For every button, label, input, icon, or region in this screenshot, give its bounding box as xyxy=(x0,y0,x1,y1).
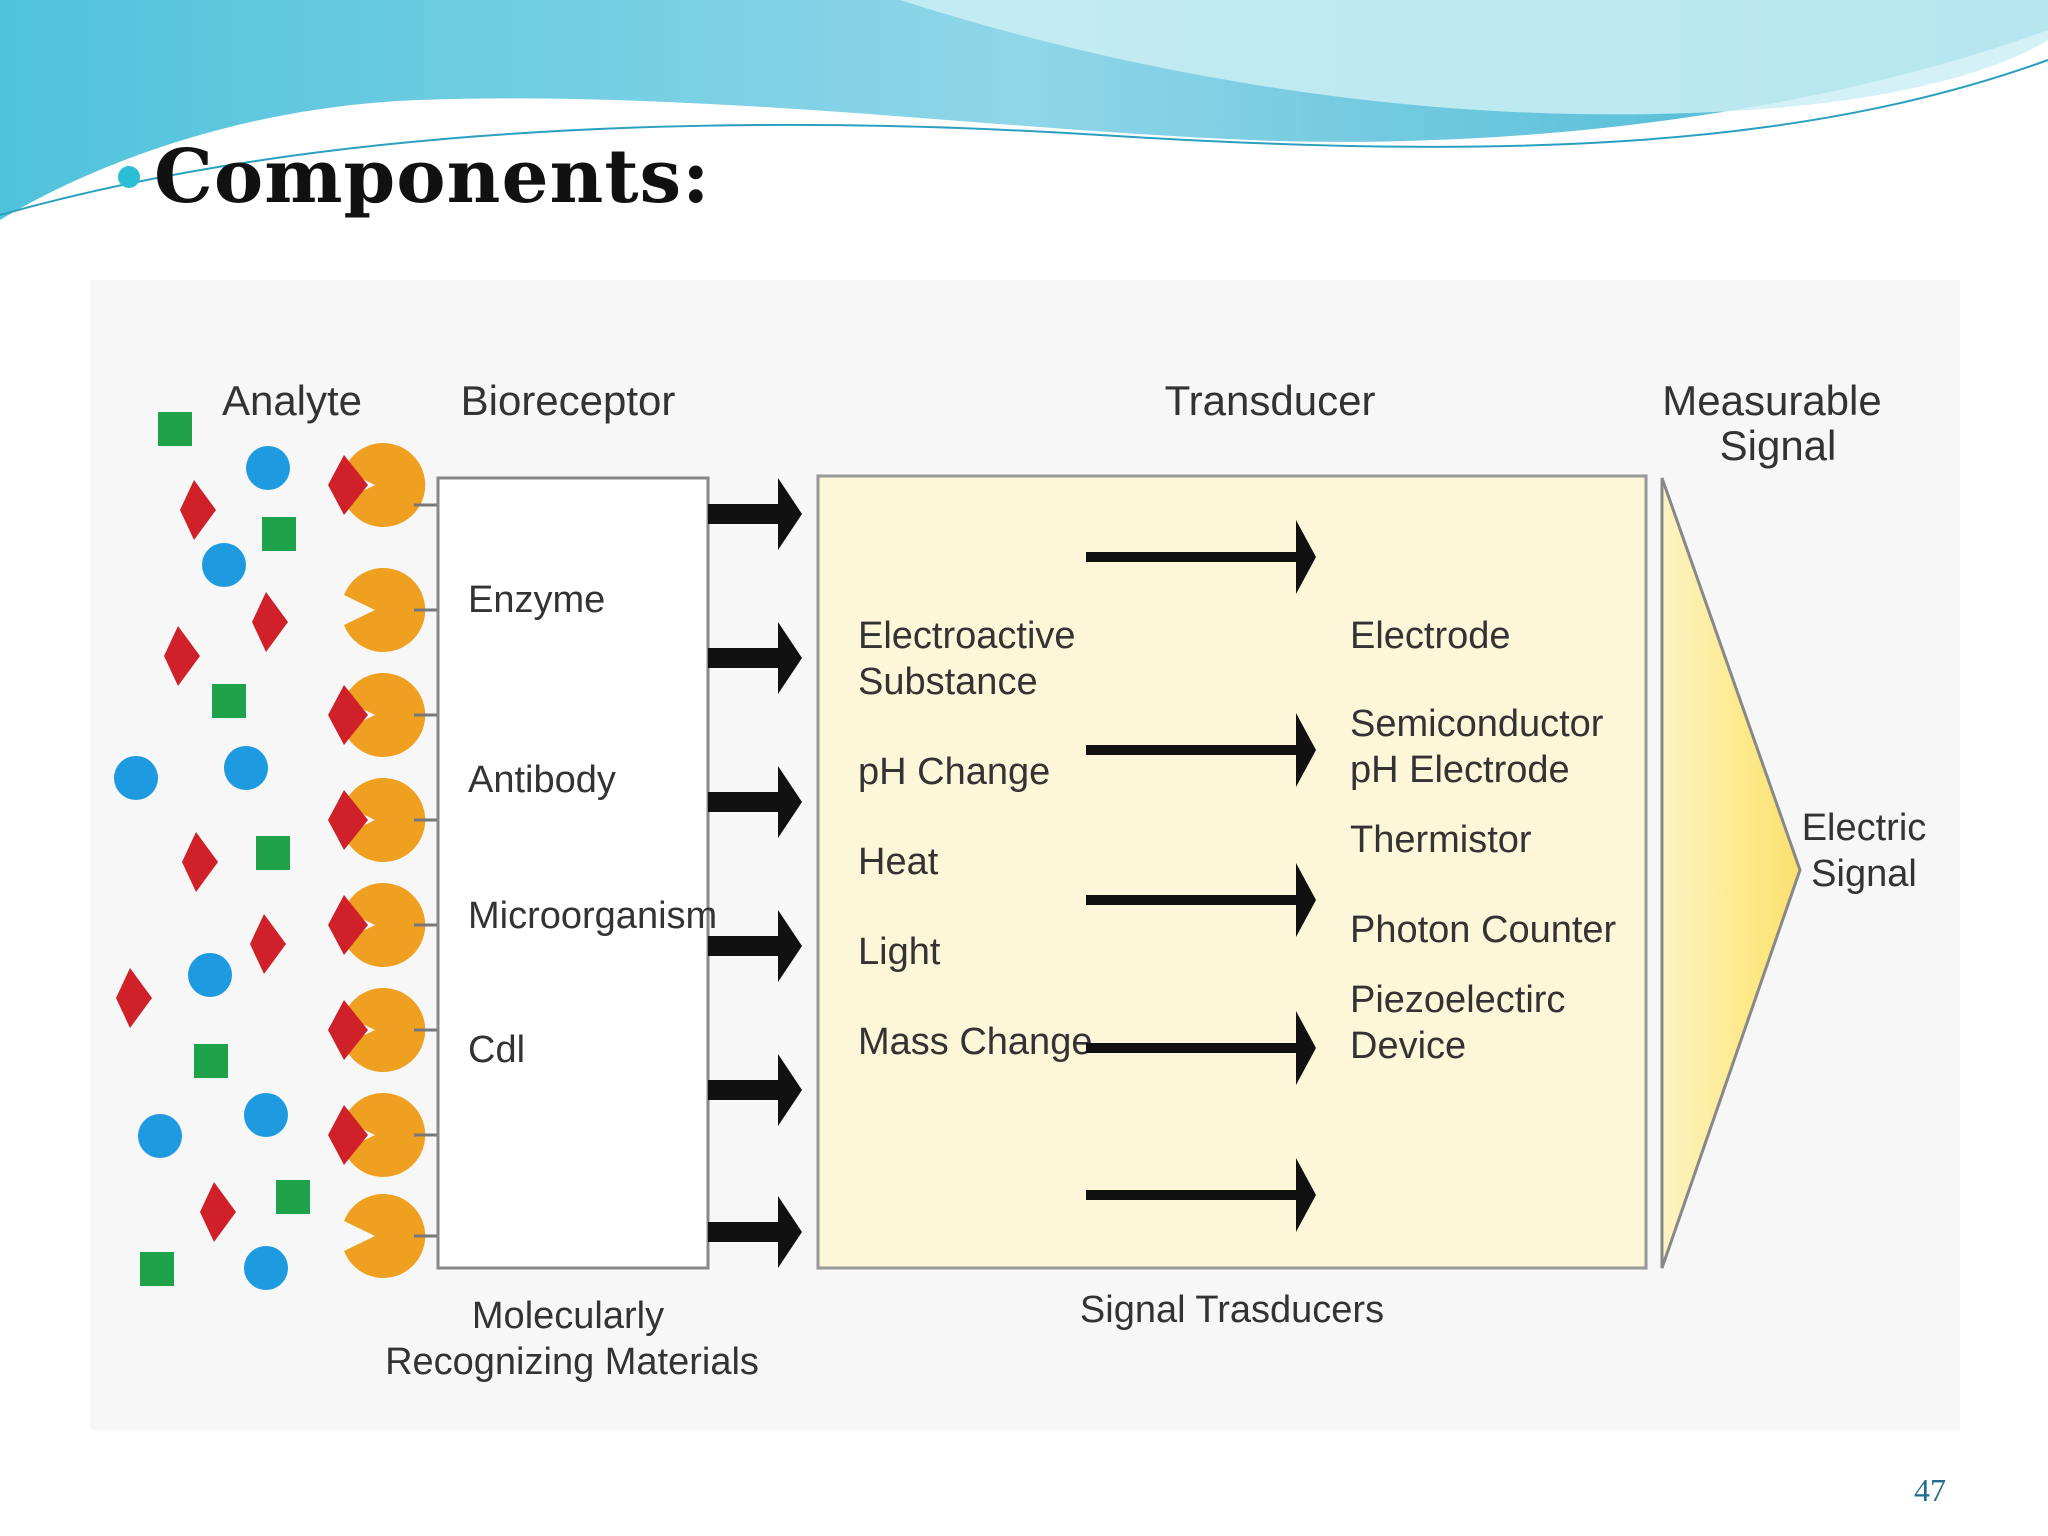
transducer-output-electrode: Electrode xyxy=(1350,615,1511,657)
output-signal-line2: Signal xyxy=(1811,853,1917,895)
header-transducer: Transducer xyxy=(1165,377,1376,424)
transducer-output-semiconductor-line1: Semiconductor xyxy=(1350,703,1604,745)
analyte-diamond-icon xyxy=(252,592,288,652)
bioreceptor-item-cdl: Cdl xyxy=(468,1029,525,1071)
analyte-circle-icon xyxy=(114,756,158,800)
thick-arrow-icon xyxy=(708,1196,802,1268)
bioreceptor-item-enzyme: Enzyme xyxy=(468,579,605,621)
measurable-signal-chevron xyxy=(1660,477,1802,1269)
bioreceptor-sites xyxy=(328,443,438,1279)
transducer-output-photon-counter: Photon Counter xyxy=(1350,909,1617,951)
slide-title: Components: xyxy=(154,134,711,220)
receptor-icon xyxy=(344,443,426,527)
analyte-diamond-icon xyxy=(164,626,200,686)
transducer-input-light: Light xyxy=(858,931,941,973)
thick-arrow-icon xyxy=(708,1054,802,1126)
analyte-square-icon xyxy=(262,517,296,551)
analyte-circle-icon xyxy=(246,446,290,490)
thin-arrow-icon xyxy=(1086,863,1316,937)
header-measurable-signal-line1: Measurable xyxy=(1662,377,1881,424)
bound-analyte-diamond-icon xyxy=(328,1105,368,1165)
thick-arrow-icon xyxy=(708,478,802,550)
analyte-circle-icon xyxy=(224,746,268,790)
header-analyte: Analyte xyxy=(222,377,362,424)
receptor-site xyxy=(328,883,438,968)
transducer-output-thermistor: Thermistor xyxy=(1350,819,1532,861)
thick-arrow-icon xyxy=(708,622,802,694)
transducer-input-electroactive-line1: Electroactive xyxy=(858,615,1076,657)
analyte-diamond-icon xyxy=(180,480,216,540)
transducer-output-piezoelectric-line2: Device xyxy=(1350,1025,1466,1067)
analyte-square-icon xyxy=(256,836,290,870)
bound-analyte-diamond-icon xyxy=(328,455,368,515)
receptor-site xyxy=(328,443,438,527)
receptor-site xyxy=(344,1194,438,1279)
thick-arrow-icon xyxy=(708,766,802,838)
thick-arrow-icon xyxy=(708,910,802,982)
transducer-input-ph-change: pH Change xyxy=(858,751,1050,793)
receptor-site xyxy=(328,1093,438,1177)
analyte-square-icon xyxy=(276,1180,310,1214)
analyte-circle-icon xyxy=(188,953,232,997)
transducer-caption: Signal Trasducers xyxy=(1080,1289,1384,1331)
receptor-icon xyxy=(344,1194,426,1279)
analyte-diamond-icon xyxy=(182,832,218,892)
analyte-circle-icon xyxy=(138,1114,182,1158)
transducer-input-heat: Heat xyxy=(858,841,939,883)
receptor-icon xyxy=(344,1093,426,1177)
wave-line-2 xyxy=(79,89,2048,201)
analyte-diamond-icon xyxy=(116,968,152,1028)
wave-band-light xyxy=(900,0,2048,115)
bioreceptor-item-antibody: Antibody xyxy=(468,759,616,801)
bullet-dot-icon xyxy=(118,166,140,188)
bound-analyte-diamond-icon xyxy=(328,685,368,745)
transducer-input-electroactive-line2: Substance xyxy=(858,661,1038,703)
receptor-icon xyxy=(344,988,426,1073)
analyte-diamond-icon xyxy=(250,914,286,974)
transducer-output-piezoelectric-line1: Piezoelectirc xyxy=(1350,979,1565,1021)
analyte-diamond-icon xyxy=(200,1182,236,1242)
slide-title-row: Components: xyxy=(118,132,711,222)
receptor-site xyxy=(344,568,438,652)
output-signal-line1: Electric xyxy=(1802,807,1927,849)
thin-arrow-icon xyxy=(1086,520,1316,594)
transducer-box xyxy=(816,474,1648,1270)
receptor-site xyxy=(328,778,438,863)
analyte-square-icon xyxy=(212,684,246,718)
header-wave-decoration xyxy=(0,0,2048,220)
thin-arrow-icon xyxy=(1086,713,1316,787)
receptor-site xyxy=(328,672,438,757)
header-bioreceptor: Bioreceptor xyxy=(461,377,676,424)
page-number: 47 xyxy=(1914,1472,1946,1508)
analyte-circle-icon xyxy=(202,543,246,587)
thin-arrow-icon xyxy=(1086,1158,1316,1232)
receptor-icon xyxy=(344,568,426,652)
bioreceptor-caption-line1: Molecularly xyxy=(472,1295,664,1337)
bound-analyte-diamond-icon xyxy=(328,790,368,850)
bound-analyte-diamond-icon xyxy=(328,895,368,955)
bioreceptor-box xyxy=(436,476,710,1270)
bioreceptor-to-transducer-arrows xyxy=(708,478,802,1268)
receptor-icon xyxy=(344,883,426,968)
bioreceptor-caption-line2: Recognizing Materials xyxy=(385,1341,759,1383)
transducer-internal-arrows xyxy=(1086,520,1316,1232)
wave-line-1 xyxy=(0,59,2048,216)
thin-arrow-icon xyxy=(1086,1011,1316,1085)
analyte-circle-icon xyxy=(244,1093,288,1137)
bound-analyte-diamond-icon xyxy=(328,1000,368,1060)
analyte-shapes xyxy=(114,412,310,1290)
transducer-input-mass-change: Mass Change xyxy=(858,1021,1092,1063)
transducer-output-semiconductor-line2: pH Electrode xyxy=(1350,749,1570,791)
analyte-square-icon xyxy=(140,1252,174,1286)
bioreceptor-item-microorganism: Microorganism xyxy=(468,895,717,937)
analyte-square-icon xyxy=(158,412,192,446)
receptor-icon xyxy=(344,778,426,863)
header-measurable-signal-line2: Signal xyxy=(1720,422,1837,469)
receptor-site xyxy=(328,988,438,1073)
analyte-circle-icon xyxy=(244,1246,288,1290)
analyte-square-icon xyxy=(194,1044,228,1078)
receptor-icon xyxy=(344,672,426,757)
